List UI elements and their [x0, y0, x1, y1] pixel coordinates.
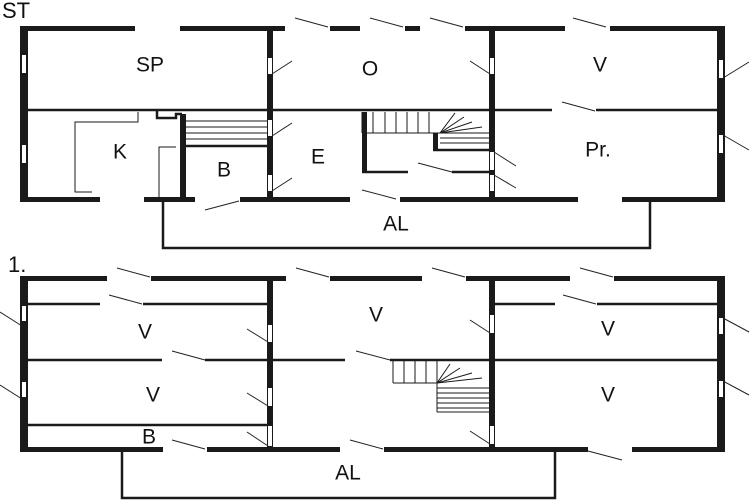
- room-label-k: K: [113, 141, 127, 164]
- floor-label-ground: ST: [2, 0, 30, 23]
- door-gap: [565, 26, 610, 31]
- room-label-sp: SP: [136, 54, 164, 77]
- door-gap: [420, 26, 465, 31]
- outer-wall-left: [20, 26, 28, 202]
- window-gap: [135, 26, 180, 31]
- window-gap: [22, 145, 26, 163]
- room-label-v: V: [593, 54, 607, 77]
- door-gap: [588, 447, 632, 452]
- room-label-v1: V: [138, 321, 152, 344]
- door-gap: [340, 447, 384, 452]
- window-gap: [719, 318, 723, 334]
- door-gap: [268, 175, 272, 191]
- room-label-o: O: [362, 58, 378, 81]
- window-gap: [22, 306, 26, 321]
- door-gap: [490, 152, 494, 170]
- door-gap: [107, 276, 151, 281]
- window-gap: [719, 381, 723, 397]
- interior-wall: [180, 114, 186, 200]
- door-gap: [552, 108, 596, 113]
- room-label-v2: V: [146, 384, 160, 407]
- room-label-b: B: [217, 159, 231, 182]
- door-gap: [490, 315, 494, 333]
- door-gap: [268, 58, 272, 74]
- door-gap: [490, 426, 494, 444]
- outer-wall-top: [20, 276, 725, 281]
- window-gap: [100, 197, 144, 202]
- room-label-b: B: [142, 426, 156, 449]
- interior-wall: [155, 110, 182, 120]
- door-gap: [285, 26, 330, 31]
- door-gap: [350, 197, 400, 202]
- door-gap: [268, 325, 272, 342]
- window-gap: [578, 197, 622, 202]
- door-gap: [268, 120, 272, 136]
- winding-stairs: [361, 112, 489, 174]
- ground-floor: ST: [2, 0, 750, 250]
- straight-stairs: [186, 120, 267, 140]
- floor-label-first: 1.: [8, 252, 26, 277]
- window-gap: [719, 60, 723, 78]
- door-gap: [163, 447, 207, 452]
- interior-wall-vertical: [267, 278, 273, 450]
- outer-wall-right: [717, 276, 725, 452]
- door-gap: [490, 175, 494, 191]
- door-swings: [204, 17, 750, 211]
- room-label-pr: Pr.: [585, 139, 611, 162]
- window-gap: [22, 55, 26, 73]
- room-label-al: AL: [335, 462, 361, 485]
- door-gap: [570, 276, 614, 281]
- door-gap: [422, 276, 466, 281]
- door-swings: [0, 267, 750, 461]
- door-gap: [286, 276, 330, 281]
- room-label-v4: V: [601, 318, 615, 341]
- interior-wall-vertical: [489, 28, 495, 200]
- winding-stairs: [392, 361, 489, 413]
- outer-wall-left: [20, 276, 28, 452]
- kitchen-counter: [158, 146, 176, 197]
- door-gap: [268, 388, 272, 406]
- door-gap: [195, 197, 240, 202]
- first-floor: 1.: [0, 252, 750, 500]
- door-gap: [268, 426, 272, 446]
- window-gap: [719, 135, 723, 153]
- room-label-e: E: [311, 146, 325, 169]
- door-gap: [490, 58, 494, 74]
- outer-wall-right: [717, 26, 725, 202]
- window-gap: [22, 382, 26, 397]
- room-label-al: AL: [383, 213, 409, 236]
- room-label-v3: V: [369, 304, 383, 327]
- interior-wall-vertical: [267, 28, 273, 200]
- interior-wall-vertical: [489, 278, 495, 450]
- kitchen-counter: [74, 112, 139, 193]
- room-label-v5: V: [601, 384, 615, 407]
- door-gap: [360, 26, 405, 31]
